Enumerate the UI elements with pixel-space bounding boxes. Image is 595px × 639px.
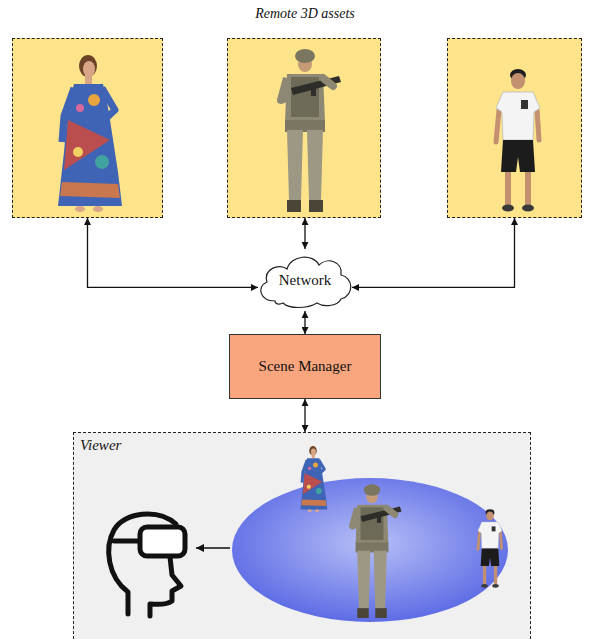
asset-panel — [227, 38, 381, 218]
vr-headset-icon — [109, 514, 185, 616]
connector-arrow — [88, 218, 259, 287]
soldier-figure — [352, 484, 401, 618]
scene-floor — [232, 478, 508, 622]
woman-figure — [300, 446, 327, 512]
node-label: Scene Manager — [259, 358, 352, 375]
asset-box — [227, 38, 381, 218]
soldier-figure — [281, 49, 341, 212]
node-label: Network — [279, 272, 332, 289]
connector-arrow — [352, 218, 515, 287]
viewer-region: Viewer — [73, 432, 531, 639]
asset-box — [12, 38, 163, 218]
asset-panel — [447, 38, 582, 218]
asset-box — [447, 38, 582, 218]
network-cloud: Network — [255, 249, 355, 311]
process-box: Scene Manager — [229, 334, 381, 399]
figure-title: Remote 3D assets — [155, 6, 455, 22]
node-label: Viewer — [80, 437, 121, 454]
connector-arrow — [304, 218, 305, 249]
man-figure — [496, 69, 540, 212]
asset-panel — [12, 38, 163, 218]
view-arrow — [196, 547, 230, 548]
connector-arrow — [304, 311, 305, 334]
connector-arrow — [304, 399, 305, 432]
man-figure — [478, 509, 502, 587]
viewer-ground — [73, 432, 531, 639]
woman-figure — [58, 55, 122, 212]
